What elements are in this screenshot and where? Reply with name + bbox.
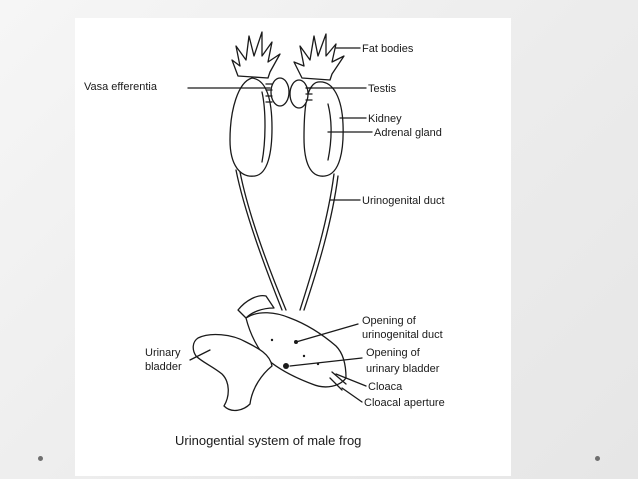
label-testis: Testis — [368, 83, 397, 95]
fat-body-right — [294, 34, 344, 80]
label-fat-bodies: Fat bodies — [362, 43, 414, 55]
testis-left — [271, 78, 289, 106]
urinogenital-duct-right — [300, 174, 334, 310]
label-vasa-efferentia: Vasa efferentia — [84, 81, 158, 93]
diagram-caption: Urinogential system of male frog — [175, 433, 361, 448]
label-opening-duct-line1: Opening of — [362, 315, 417, 327]
kidney-left — [230, 78, 272, 176]
urinogenital-duct-left-inner — [240, 172, 286, 310]
label-opening-bladder-line2: urinary bladder — [366, 363, 440, 375]
label-urinary-bladder-line2: bladder — [145, 361, 182, 373]
label-kidney: Kidney — [368, 113, 402, 125]
label-cloacal-aperture: Cloacal aperture — [364, 397, 445, 409]
testis-right — [290, 80, 308, 108]
kidney-right — [304, 82, 343, 176]
fat-body-left — [232, 32, 280, 78]
label-cloaca: Cloaca — [368, 381, 403, 393]
label-opening-bladder-line1: Opening of — [366, 347, 421, 359]
urinogenital-duct-right-inner — [304, 176, 338, 310]
leader-cloacal-aperture — [342, 388, 362, 402]
label-opening-duct-line2: urinogenital duct — [362, 329, 443, 341]
label-adrenal-gland: Adrenal gland — [374, 127, 442, 139]
label-urinary-bladder-line1: Urinary — [145, 347, 181, 359]
label-urinogenital-duct: Urinogenital duct — [362, 195, 445, 207]
